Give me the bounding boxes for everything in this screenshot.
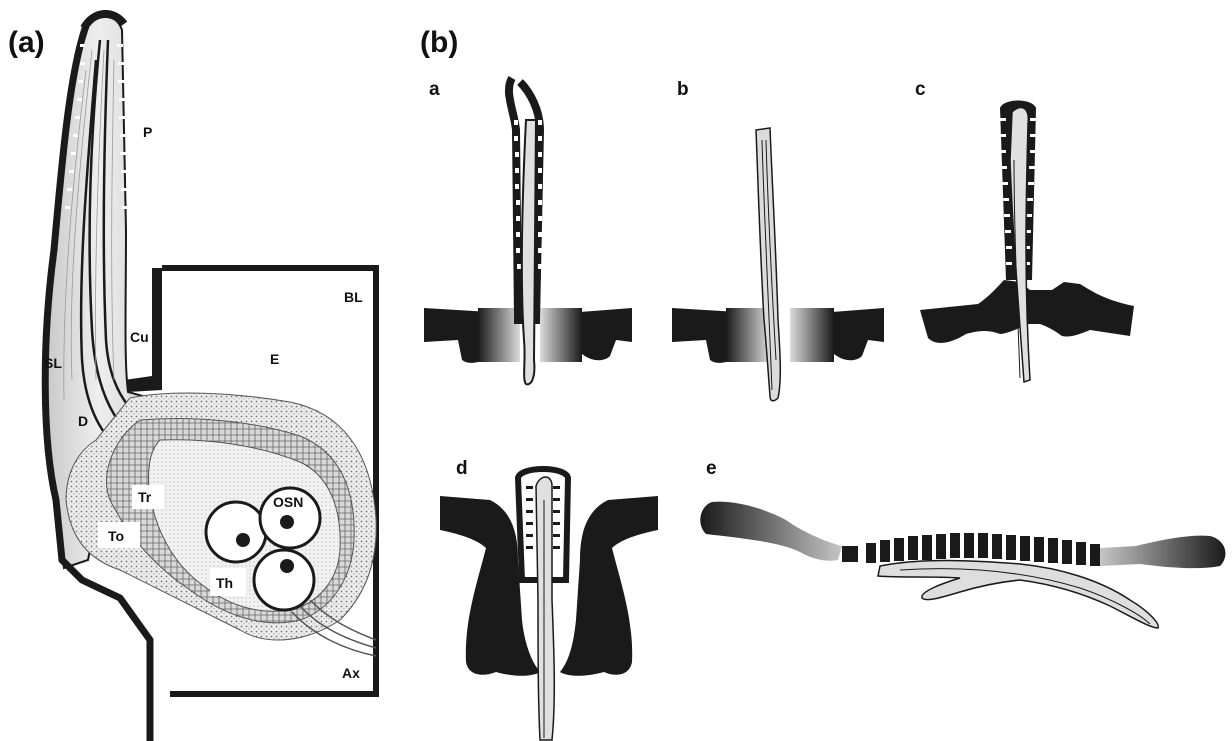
label-to: To xyxy=(108,528,124,544)
label-ax: Ax xyxy=(342,665,360,681)
subpanel-d: d xyxy=(440,458,658,740)
subpanel-d-letter: d xyxy=(456,458,468,479)
subpanel-b: b xyxy=(672,79,884,401)
label-osn: OSN xyxy=(273,494,303,510)
label-sl: SL xyxy=(44,355,62,371)
subpanel-b-socket-right-fade xyxy=(790,308,834,362)
panel-b-letter: (b) xyxy=(420,26,458,59)
label-d: D xyxy=(78,413,88,429)
panel-b: (b) a b xyxy=(420,26,1225,740)
subpanel-e-socket-left xyxy=(700,502,842,561)
subpanel-a-socket-right-fade xyxy=(540,308,582,362)
label-p: P xyxy=(143,124,152,140)
label-cu: Cu xyxy=(130,329,149,345)
subpanel-e-dendrites xyxy=(878,561,1158,629)
label-tr: Tr xyxy=(138,489,152,505)
subpanel-e-letter: e xyxy=(706,458,717,479)
subpanel-b-letter: b xyxy=(677,79,689,100)
subpanel-a: a xyxy=(424,78,632,384)
subpanel-c: c xyxy=(915,79,1134,382)
label-e: E xyxy=(270,351,279,367)
subpanel-e: e xyxy=(700,458,1225,628)
subpanel-a-socket-left-fade xyxy=(478,308,520,362)
label-th: Th xyxy=(216,575,233,591)
subpanel-d-dendrite xyxy=(536,477,554,740)
subpanel-a-dendrite xyxy=(522,120,536,384)
panel-a-letter: (a) xyxy=(8,26,45,59)
subpanel-e-socket-right xyxy=(1100,536,1225,569)
subpanel-c-letter: c xyxy=(915,79,926,100)
subpanel-a-letter: a xyxy=(429,79,440,100)
panel-a: (a) xyxy=(8,14,376,741)
subpanel-d-socket-right xyxy=(560,496,658,676)
label-bl: BL xyxy=(344,289,363,305)
